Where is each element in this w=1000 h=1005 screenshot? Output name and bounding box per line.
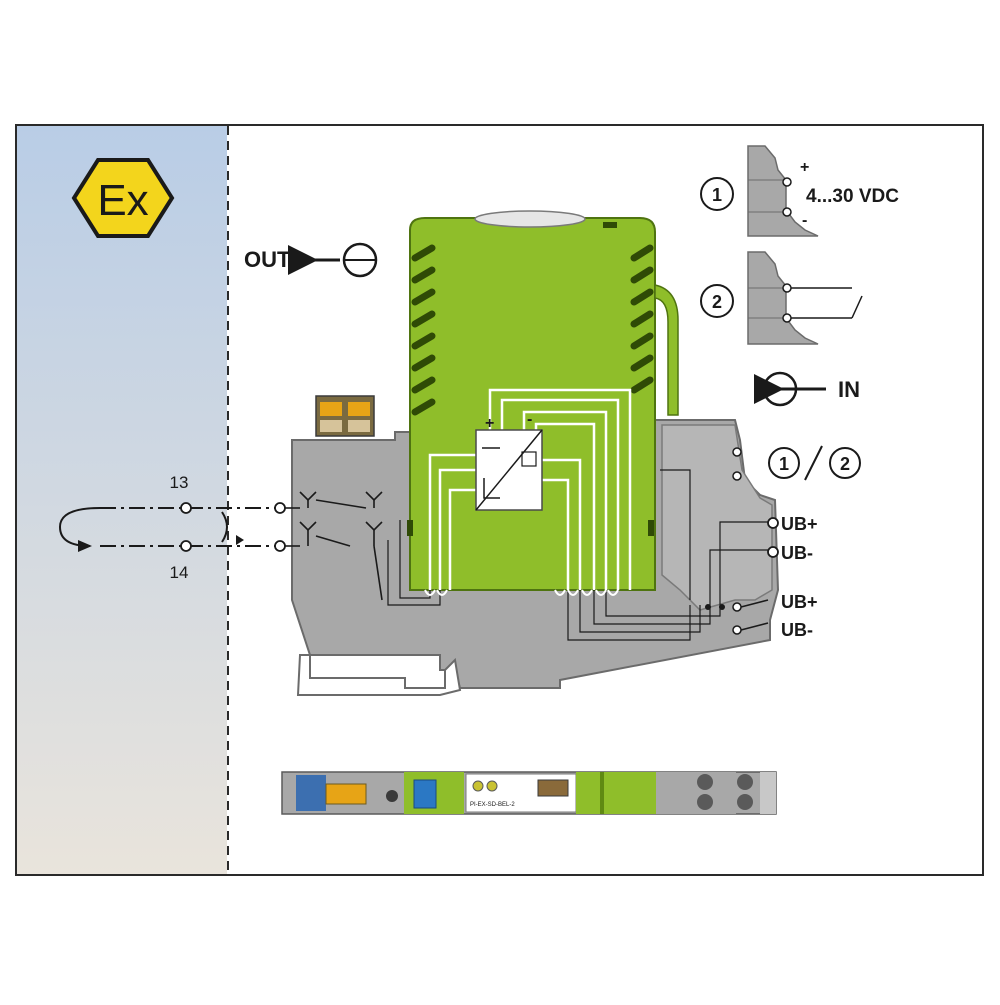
out-indicator: OUT bbox=[244, 242, 378, 278]
supply-plus-label: + bbox=[800, 159, 809, 176]
module-terminal-loops bbox=[424, 589, 619, 596]
internal-wiring bbox=[428, 388, 632, 590]
input-selector: 1 2 bbox=[768, 445, 861, 481]
terminal-14-label: 14 bbox=[170, 563, 189, 582]
plug-connector bbox=[315, 395, 375, 437]
ex-hazard-icon: Ex bbox=[71, 158, 175, 238]
ub-minus-lower-label: UB- bbox=[781, 620, 813, 640]
terminal-13-dot bbox=[180, 502, 192, 514]
hazardous-area bbox=[17, 126, 227, 874]
device-top-view: PI-EX-SD-BEL-2 bbox=[281, 771, 777, 815]
ub-plus-upper-label: UB+ bbox=[781, 514, 818, 534]
supply-terminals: UB+ UB- UB+ UB- bbox=[705, 447, 818, 640]
ex-mark: Ex bbox=[97, 176, 148, 225]
selector-2-number: 2 bbox=[840, 454, 850, 474]
supply-range-label: 4...30 VDC bbox=[806, 186, 899, 207]
selector-1-number: 1 bbox=[779, 454, 789, 474]
in-label: IN bbox=[838, 377, 860, 402]
input-option-2: 2 bbox=[700, 251, 863, 345]
out-label: OUT bbox=[244, 247, 291, 272]
input-option-1: 1 + - 4...30 VDC bbox=[700, 145, 899, 237]
module-minus-label: - bbox=[527, 411, 532, 428]
terminal-14-dot bbox=[180, 540, 192, 552]
option-2-number: 2 bbox=[712, 292, 722, 312]
terminal-13-label: 13 bbox=[170, 473, 189, 492]
ub-plus-lower-label: UB+ bbox=[781, 592, 818, 612]
field-circuit: 13 14 bbox=[58, 473, 300, 582]
internal-wiring-outline bbox=[387, 469, 770, 641]
ub-minus-upper-label: UB- bbox=[781, 543, 813, 563]
relay-contacts bbox=[299, 491, 383, 601]
supply-minus-label: - bbox=[802, 212, 807, 229]
module-plus-label: + bbox=[485, 415, 494, 432]
in-indicator: IN bbox=[754, 371, 860, 407]
converter-symbol: + - bbox=[475, 411, 543, 511]
device-strip-label: PI-EX-SD-BEL-2 bbox=[470, 802, 515, 808]
option-1-number: 1 bbox=[712, 185, 722, 205]
